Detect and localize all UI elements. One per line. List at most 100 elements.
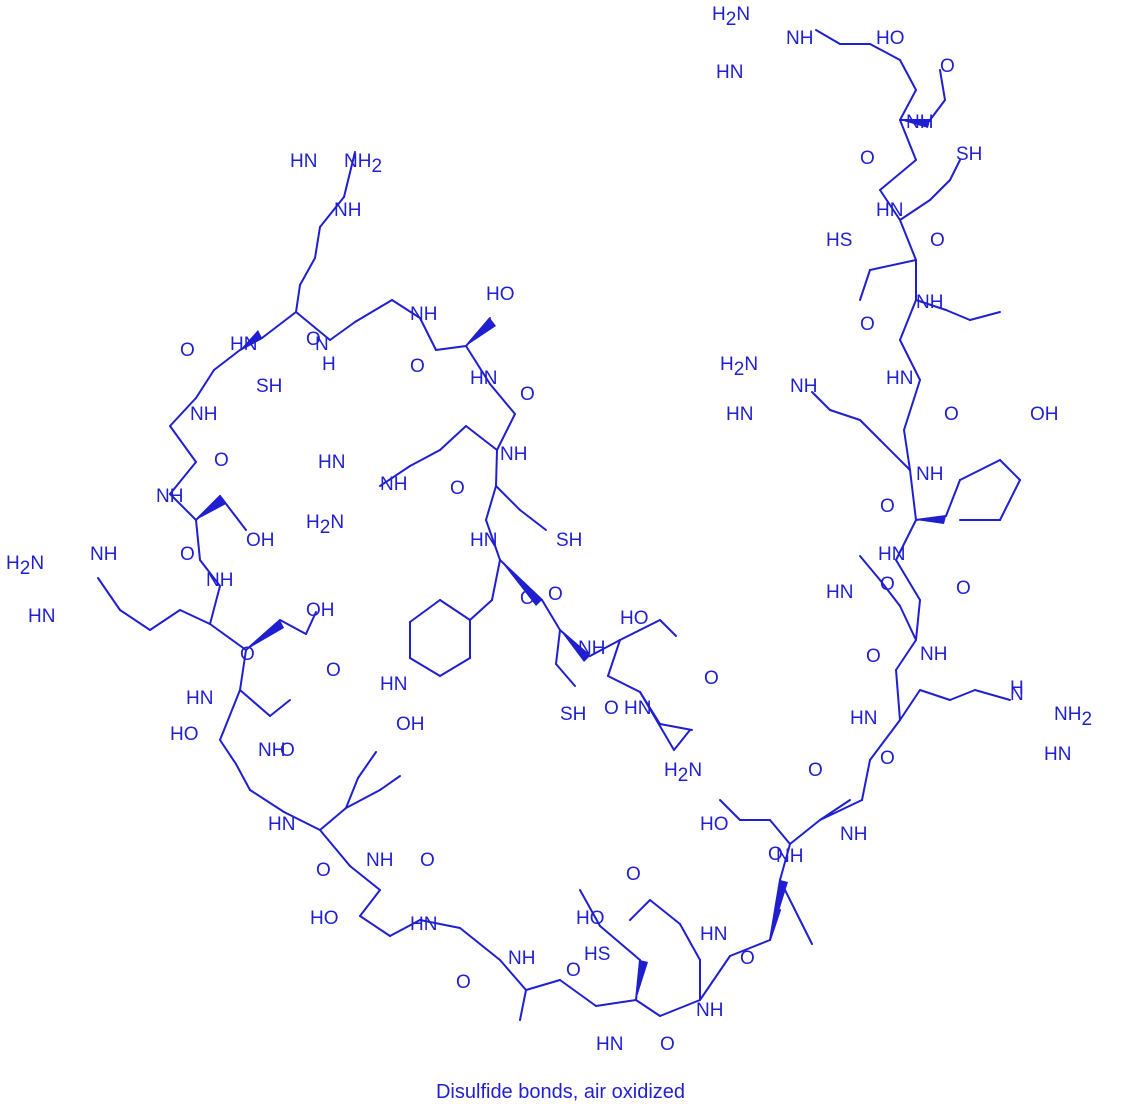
atom-label: H2N — [306, 512, 344, 538]
bond-line — [199, 559, 221, 587]
bond-line — [319, 196, 345, 228]
bond-line — [639, 691, 675, 751]
atom-label: O — [306, 329, 321, 350]
atom-label: O — [566, 960, 581, 981]
atom-label: NH2 — [344, 151, 382, 177]
atom-label: HN — [230, 334, 257, 355]
atom-label: O — [944, 404, 959, 425]
atom-label: O — [214, 450, 229, 471]
bond-line — [499, 959, 527, 991]
bond-line — [279, 619, 307, 635]
atom-label: O — [420, 850, 435, 871]
bond-line — [607, 675, 641, 693]
bond-line — [295, 311, 331, 341]
bond-line — [949, 689, 976, 701]
bond-line — [496, 413, 516, 451]
bond-line — [719, 799, 741, 821]
atom-label: O — [930, 230, 945, 251]
atom-label: NH — [206, 570, 233, 591]
bond-line — [899, 219, 917, 261]
atom-label: NH — [840, 824, 867, 845]
atom-label: O — [450, 478, 465, 499]
bond-line — [895, 519, 917, 561]
atom-label: O — [768, 844, 783, 865]
atom-label: O — [520, 384, 535, 405]
bond-line — [195, 519, 201, 561]
bond-line — [929, 99, 946, 121]
atom-label: HN — [268, 814, 295, 835]
atom-label: O — [316, 860, 331, 881]
bond-line — [815, 29, 841, 45]
bond-line — [299, 257, 316, 286]
atom-label: O — [880, 496, 895, 517]
atom-label: NH — [90, 544, 117, 565]
atom-label: NH — [776, 846, 803, 867]
bond-line — [239, 649, 247, 691]
atom-label: HN — [28, 606, 55, 627]
bond-line — [673, 729, 691, 751]
atom-label: O — [280, 740, 295, 761]
bond-line — [169, 425, 197, 463]
stereo-wedge — [560, 630, 590, 662]
bond-line — [379, 775, 401, 791]
atom-label: O — [866, 646, 881, 667]
bond-line — [915, 299, 947, 311]
atom-label: O — [860, 314, 875, 335]
atom-label: OH — [306, 600, 335, 621]
atom-label: H2N — [6, 553, 44, 579]
atom-label: O — [520, 588, 535, 609]
bond-line — [354, 299, 393, 323]
atom-label: HO — [486, 284, 515, 305]
atom-label: SH — [956, 144, 982, 165]
atom-label: O — [240, 644, 255, 665]
atom-label: NH — [334, 200, 361, 221]
atom-label: HN — [470, 368, 497, 389]
bond-line — [899, 689, 921, 721]
bond-line — [945, 479, 961, 517]
atom-label: HN — [290, 151, 317, 172]
bond-line — [179, 609, 211, 625]
bond-line — [559, 979, 597, 1007]
atom-label: NH — [190, 404, 217, 425]
bond-line — [659, 619, 677, 637]
bond-line — [261, 311, 297, 339]
bond-line — [269, 699, 291, 717]
bond-line — [485, 485, 497, 521]
bond-line — [659, 999, 701, 1017]
bond-line — [419, 317, 437, 351]
atom-label: HN — [876, 200, 903, 221]
bond-line — [959, 459, 1001, 481]
bond-line — [919, 689, 951, 701]
bond-line — [899, 199, 931, 221]
atom-label: O — [956, 578, 971, 599]
bond-line — [869, 43, 901, 61]
bond-line — [519, 509, 547, 531]
bond-line — [389, 919, 421, 937]
bond-line — [619, 619, 661, 641]
bond-line — [811, 391, 831, 411]
atom-label: NH — [508, 948, 535, 969]
bond-line — [169, 461, 197, 495]
bond-line — [899, 605, 917, 641]
atom-label: HO — [170, 724, 199, 745]
bond-line — [209, 585, 221, 625]
bond-line — [359, 889, 381, 917]
bond-line — [195, 369, 215, 399]
bond-line — [769, 819, 791, 845]
atom-label: O — [880, 574, 895, 595]
atom-label: O — [808, 760, 823, 781]
atom-label: NH — [906, 112, 933, 133]
atom-label: OH — [246, 530, 275, 551]
bond-line — [345, 789, 381, 809]
bond-line — [899, 119, 917, 161]
stereo-wedge — [246, 620, 284, 650]
bond-line — [819, 799, 863, 821]
bond-line — [859, 555, 881, 581]
bond-line — [435, 345, 467, 351]
atom-label: O — [410, 356, 425, 377]
stereo-wedge — [240, 330, 262, 350]
bond-line — [213, 349, 241, 371]
atom-label: HN — [826, 582, 853, 603]
